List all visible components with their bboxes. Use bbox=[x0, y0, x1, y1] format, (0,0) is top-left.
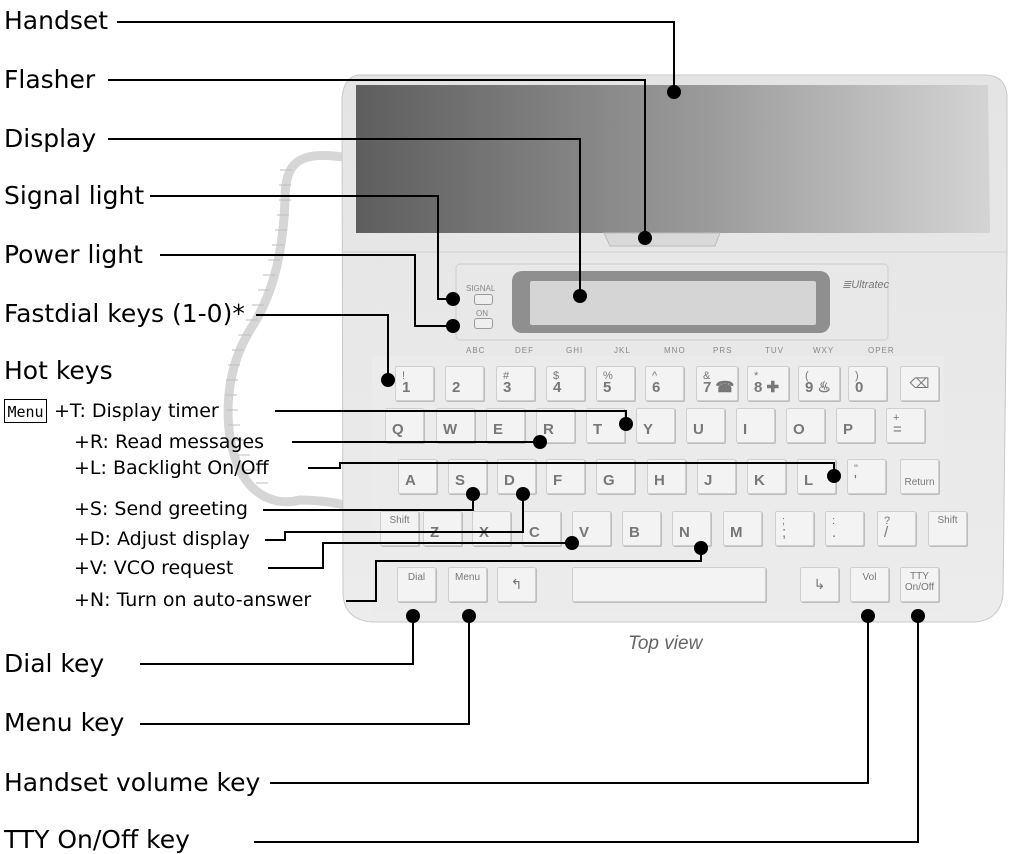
key-v[interactable]: V bbox=[572, 511, 611, 546]
key-n[interactable]: N bbox=[672, 511, 711, 546]
space-bar[interactable] bbox=[572, 567, 766, 602]
key-q[interactable]: Q bbox=[385, 408, 424, 443]
label-hotkey-n: +N: Turn on auto-answer bbox=[74, 589, 312, 611]
key-b[interactable]: B bbox=[622, 511, 661, 546]
label-hotkey-d: +D: Adjust display bbox=[74, 528, 250, 550]
label-display: Display bbox=[4, 124, 97, 153]
key-g[interactable]: G bbox=[596, 459, 635, 494]
key-9[interactable]: (9 ♨ bbox=[798, 366, 840, 401]
label-hot-keys: Hot keys bbox=[4, 356, 113, 385]
key-o[interactable]: O bbox=[786, 408, 825, 443]
top-view-caption: Top view bbox=[628, 633, 703, 654]
letter-group: PRS bbox=[713, 346, 733, 355]
key-x[interactable]: X bbox=[472, 511, 511, 546]
key-f[interactable]: F bbox=[546, 459, 585, 494]
return-key[interactable]: Return bbox=[900, 459, 939, 494]
down-right-arrow-key[interactable]: ↳ bbox=[800, 567, 839, 602]
flasher bbox=[603, 232, 721, 247]
key-z[interactable]: Z bbox=[423, 511, 462, 546]
label-hotkey-v: +V: VCO request bbox=[74, 557, 234, 579]
key-p[interactable]: P bbox=[836, 408, 875, 443]
key-semicolon[interactable]: ;; bbox=[775, 511, 814, 546]
key-2[interactable]: 2 bbox=[445, 366, 484, 401]
signal-label: SIGNAL bbox=[466, 284, 496, 293]
key-d[interactable]: D bbox=[497, 459, 536, 494]
label-hotkey-l: +L: Backlight On/Off bbox=[74, 457, 269, 479]
key-r[interactable]: R bbox=[536, 408, 575, 443]
up-left-arrow-key[interactable]: ↰ bbox=[497, 567, 536, 602]
label-power-light: Power light bbox=[4, 240, 143, 269]
power-light bbox=[474, 318, 493, 329]
label-hotkey-t: +T: Display timer bbox=[54, 400, 219, 422]
letter-group: JKL bbox=[614, 346, 631, 355]
label-signal-light: Signal light bbox=[4, 181, 145, 210]
key-4[interactable]: $4 bbox=[546, 366, 585, 401]
key-u[interactable]: U bbox=[686, 408, 725, 443]
key-5[interactable]: %5 bbox=[596, 366, 635, 401]
key-m[interactable]: M bbox=[723, 511, 762, 546]
key-6[interactable]: ^6 bbox=[645, 366, 684, 401]
label-flasher: Flasher bbox=[4, 65, 96, 94]
key-k[interactable]: K bbox=[747, 459, 786, 494]
key-1[interactable]: !1 bbox=[395, 366, 434, 401]
key-y[interactable]: Y bbox=[636, 408, 675, 443]
letter-group: GHI bbox=[566, 346, 584, 355]
letter-group: MNO bbox=[664, 346, 686, 355]
on-label: ON bbox=[476, 309, 488, 318]
letter-group: WXY bbox=[813, 346, 835, 355]
menu-badge: Menu bbox=[4, 399, 47, 423]
key-c[interactable]: C bbox=[522, 511, 561, 546]
handset bbox=[356, 85, 990, 233]
label-hotkey-r: +R: Read messages bbox=[74, 431, 265, 453]
key-colon[interactable]: :. bbox=[825, 511, 864, 546]
backspace-key[interactable]: ⌫ bbox=[900, 366, 939, 401]
right-shift-key[interactable]: Shift bbox=[928, 511, 967, 546]
label-handset: Handset bbox=[4, 6, 109, 35]
letter-group: OPER bbox=[868, 346, 895, 355]
key-plus-equals[interactable]: += bbox=[886, 408, 925, 443]
key-7[interactable]: &7 ☎ bbox=[696, 366, 738, 401]
left-shift-key[interactable]: Shift bbox=[380, 511, 419, 546]
key-e[interactable]: E bbox=[486, 408, 525, 443]
brand-logo: ≣Ultratec bbox=[842, 279, 890, 291]
display-screen bbox=[530, 281, 816, 325]
menu-key[interactable]: Menu bbox=[448, 567, 487, 602]
key-question[interactable]: ?/ bbox=[877, 511, 916, 546]
key-w[interactable]: W bbox=[436, 408, 475, 443]
label-tty-key: TTY On/Off key bbox=[4, 825, 190, 854]
letter-group: DEF bbox=[515, 346, 534, 355]
letter-group: TUV bbox=[765, 346, 784, 355]
key-3[interactable]: #3 bbox=[496, 366, 535, 401]
tty-on-off-key[interactable]: TTY On/Off bbox=[900, 567, 939, 602]
key-a[interactable]: A bbox=[398, 459, 437, 494]
key-s[interactable]: S bbox=[448, 459, 487, 494]
key-j[interactable]: J bbox=[697, 459, 736, 494]
label-hotkey-s: +S: Send greeting bbox=[74, 498, 248, 520]
signal-light bbox=[474, 294, 493, 305]
key-i[interactable]: I bbox=[736, 408, 775, 443]
key-l[interactable]: L bbox=[797, 459, 836, 494]
label-dial-key: Dial key bbox=[4, 649, 105, 678]
key-8[interactable]: *8 ✚ bbox=[747, 366, 789, 401]
vol-key[interactable]: Vol bbox=[850, 567, 889, 602]
key-h[interactable]: H bbox=[647, 459, 686, 494]
key-t[interactable]: T bbox=[586, 408, 625, 443]
letter-group: ABC bbox=[466, 346, 486, 355]
key-quote[interactable]: "' bbox=[847, 459, 886, 494]
label-menu-key: Menu key bbox=[4, 708, 125, 737]
dial-key[interactable]: Dial bbox=[397, 567, 436, 602]
label-fastdial-keys: Fastdial keys (1-0)* bbox=[4, 299, 245, 328]
label-handset-volume-key: Handset volume key bbox=[4, 768, 261, 797]
key-0[interactable]: )0 bbox=[848, 366, 887, 401]
